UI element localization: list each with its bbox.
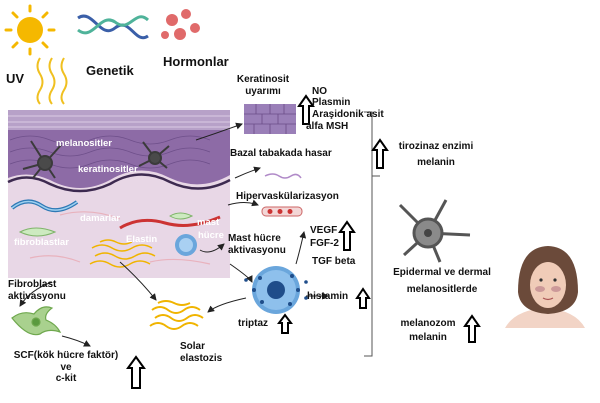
increase-arrows [126,94,481,389]
basal-damage-icon [264,173,302,179]
label-vessels: damarlar [80,213,121,224]
pathway-arrows [19,122,329,347]
label-hormones: Hormonlar [163,54,229,69]
up-arrow-icon [371,138,389,169]
label-scf-line3: c-kit [55,373,77,384]
label-mast-activation-line2: aktivasyonu [228,244,286,256]
label-alpha-msh: alfa MSH [306,121,349,132]
keratinocyte-tissue-icon [244,104,296,134]
label-melanosome-line2: melanin [409,331,447,343]
label-fibroblasts: fibroblastlar [14,237,69,248]
hormone-molecules-icon [161,9,200,40]
melanocyte-dendritic-icon [398,199,471,263]
label-solar-elastosis: Solar elastozis [180,341,222,364]
label-scf-line2: ve [60,361,72,373]
sun-icon [4,4,56,56]
solar-elastosis-fibers-icon [149,300,204,330]
uv-rays-icon [36,57,68,105]
up-arrow-icon [297,94,315,125]
label-mast-activation-line1: Mast hücre [228,233,281,244]
label-fgf2: FGF-2 [310,238,339,249]
label-keratinocytes: keratinositler [78,164,138,175]
label-tgf: TGF beta [312,256,356,267]
label-arachidonic: Araşidonik asit [312,109,384,120]
hypervascular-vessel-icon [261,206,303,217]
label-keratinocyte-stim-line2: uyarımı [245,85,281,97]
mast-cell-degranulating-icon [244,266,308,314]
skin-cross-section [7,110,231,278]
label-histamine: histamin [307,291,349,302]
label-plasmin: Plasmin [312,97,351,108]
label-no: NO [312,86,327,97]
label-mast-activation: Mast hücre aktivasyonu [228,233,286,256]
elastin-fibers-icon [89,239,156,268]
label-cell: hücre [198,230,224,241]
label-mast: mast [197,217,220,228]
label-melanosome: melanozom melanin [396,318,460,343]
up-arrow-icon [463,314,481,343]
label-keratinocyte-stim-line1: Keratinosit [236,74,290,85]
label-fibroblast-activation: Fibroblast aktivasyonu [8,279,66,302]
label-hypervasc: Hipervaskülarizasyon [236,191,339,202]
up-arrow-icon [355,287,371,309]
label-basal-damage: Bazal tabakada hasar [230,148,332,159]
woman-portrait-icon [505,246,585,328]
label-vegf: VEGF [310,225,338,236]
label-scf-line1: SCF(kök hücre faktör) [13,350,119,361]
label-elastin: Elastin [126,234,158,245]
up-arrow-icon [338,220,356,251]
label-solar-line1: Solar [180,341,206,352]
label-tryptase: triptaz [238,318,268,329]
label-melanocytes: melanositler [56,138,112,149]
label-genetic: Genetik [86,63,134,78]
label-scf: SCF(kök hücre faktör) ve c-kit [4,350,128,385]
melanocyte-cell-icon [22,140,170,179]
pathway-bracket [364,111,380,357]
dna-icon [77,14,150,40]
label-epidermal-dermal: Epidermal ve dermal melanositlerde [384,267,500,295]
label-melanosome-line1: melanozom [400,318,456,329]
label-tyrosinase: tirozinaz enzimi melanin [384,141,488,168]
label-tyrosinase-line1: tirozinaz enzimi [398,141,474,152]
up-arrow-icon [126,355,146,389]
fibroblast-activated-icon [11,306,62,336]
blood-vessel-icon [10,199,221,230]
label-fib-act-line2: aktivasyonu [8,290,66,302]
label-fib-act-line1: Fibroblast [8,279,57,290]
label-tyrosinase-line2: melanin [417,156,455,168]
label-uv: UV [6,71,25,86]
up-arrow-icon [277,313,293,334]
label-epi-line1: Epidermal ve dermal [393,267,491,278]
label-epi-line2: melanositlerde [406,283,478,295]
label-keratinocyte-stim: Keratinosit uyarımı [232,74,294,97]
mast-cell-icon [175,234,197,256]
fibroblast-cell-icon [18,212,194,237]
label-solar-line2: elastozis [180,352,223,364]
